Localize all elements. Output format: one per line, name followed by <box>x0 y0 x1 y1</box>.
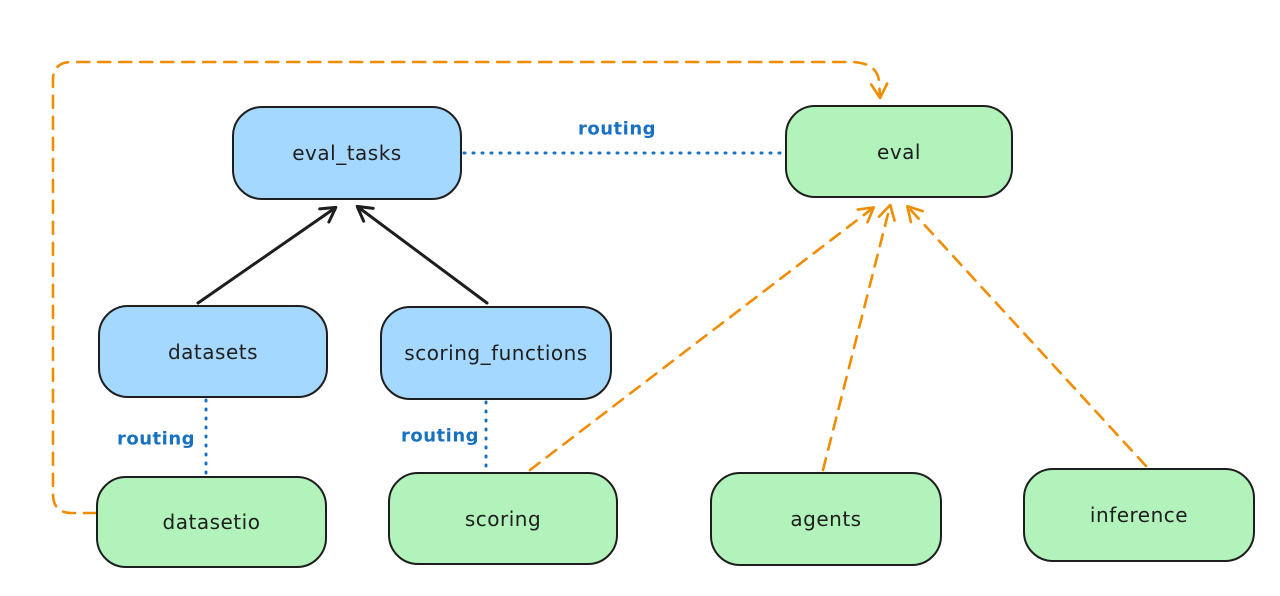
edge-agents-to-eval <box>821 203 896 472</box>
node-eval-tasks: eval_tasks <box>232 106 462 200</box>
edge-datasetio-to-eval <box>51 60 889 515</box>
node-agents: agents <box>710 472 942 566</box>
node-scoring-functions: scoring_functions <box>380 306 612 400</box>
edge-scoring_functions-to-eval_tasks <box>355 204 489 305</box>
routing-label-eval-tasks-eval: routing <box>577 118 657 140</box>
node-datasets: datasets <box>98 305 328 398</box>
node-label-datasets: datasets <box>167 339 259 364</box>
routing-label-datasets-datasetio: routing <box>116 428 196 450</box>
edge-scoring-to-eval <box>528 206 876 472</box>
routing-label-scoring-functions-scoring: routing <box>400 425 480 447</box>
node-label-scoring-functions: scoring_functions <box>404 341 588 365</box>
node-scoring: scoring <box>388 472 618 565</box>
node-label-inference: inference <box>1089 503 1189 527</box>
node-label-datasetio: datasetio <box>162 510 261 534</box>
edge-datasets-to-eval_tasks <box>196 205 338 305</box>
node-eval: eval <box>785 105 1013 198</box>
node-label-scoring: scoring <box>464 506 542 531</box>
node-label-eval: eval <box>877 139 921 164</box>
node-inference: inference <box>1023 468 1255 562</box>
node-label-eval-tasks: eval_tasks <box>292 141 402 165</box>
node-datasetio: datasetio <box>96 476 327 568</box>
node-label-agents: agents <box>790 507 862 531</box>
edge-inference-to-eval <box>906 204 1148 468</box>
